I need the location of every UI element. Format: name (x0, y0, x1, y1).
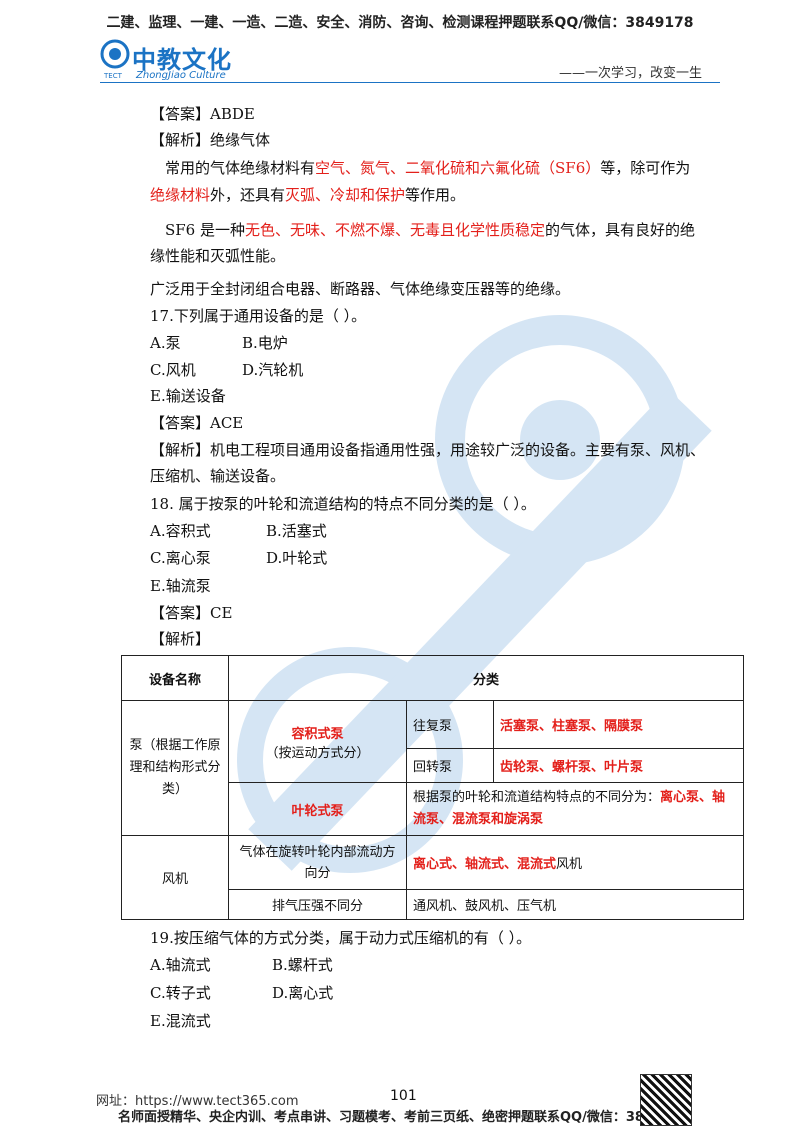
paragraph-gas-materials-cont: 绝缘材料外，还具有灭弧、冷却和保护等作用。 (150, 186, 466, 204)
table-row: 回转泵 齿轮泵、螺杆泵、叶片泵 (122, 748, 744, 783)
q19-option-d: D.离心式 (272, 984, 334, 1002)
paragraph-sf6-cont: 缘性能和灭弧性能。 (150, 247, 286, 265)
paragraph-gas-materials: 常用的气体绝缘材料有空气、氮气、二氧化硫和六氟化硫（SF6）等，除可作为 (165, 159, 691, 177)
header-classification: 分类 (228, 655, 744, 701)
q18-option-a: A.容积式 (150, 522, 211, 540)
cell-fan-flow: 气体在旋转叶轮内部流动方向分 (228, 835, 407, 890)
cell-fan: 风机 (121, 835, 229, 920)
q17-option-e: E.输送设备 (150, 387, 226, 405)
q17-option-c: C.风机 (150, 361, 196, 379)
positive-displacement-note: （按运动方式分） (265, 745, 370, 761)
cell-reciprocating: 往复泵 (406, 700, 494, 749)
q17-analysis: 【解析】机电工程项目通用设备指通用性强，用途较广泛的设备。主要有泵、风机、 (150, 441, 706, 459)
q19-option-e: E.混流式 (150, 1012, 211, 1030)
q17-stem: 17.下列属于通用设备的是（ ）。 (150, 307, 367, 325)
cell-rotary-types: 齿轮泵、螺杆泵、叶片泵 (493, 748, 744, 783)
q18-option-b: B.活塞式 (266, 522, 327, 540)
cell-rotary: 回转泵 (406, 748, 494, 783)
qr-code-icon (640, 1074, 692, 1126)
positive-displacement-label: 容积式泵 (291, 726, 344, 742)
q18-option-e: E.轴流泵 (150, 577, 211, 595)
cell-reciprocating-types: 活塞泵、柱塞泵、隔膜泵 (493, 700, 744, 749)
q18-stem: 18. 属于按泵的叶轮和流道结构的特点不同分类的是（ ）。 (150, 495, 536, 513)
cell-impeller-desc: 根据泵的叶轮和流道结构特点的不同分为：离心泵、轴流泵、混流泵和旋涡泵 (406, 782, 744, 836)
equipment-classification-table: 设备名称 分类 泵（根据工作原理和结构形式分类） 容积式泵 （按运动方式分） 往… (121, 655, 744, 920)
header-equipment-name: 设备名称 (121, 655, 229, 701)
footer-url[interactable]: 网址：https://www.tect365.com (96, 1094, 299, 1109)
q19-option-a: A.轴流式 (150, 956, 211, 974)
logo-emblem-icon (100, 39, 130, 69)
cell-pump: 泵（根据工作原理和结构形式分类） (121, 700, 229, 836)
slogan: ——一次学习，改变一生 (558, 66, 702, 81)
table-row: 风机 气体在旋转叶轮内部流动方向分 离心式、轴流式、混流式风机 (121, 835, 744, 920)
brand-logo: 中教文化 ZhongJiao Culture TECT (100, 34, 270, 84)
cell-fan-pressure-types: 通风机、鼓风机、压气机 (406, 889, 744, 920)
q19-stem: 19.按压缩气体的方式分类，属于动力式压缩机的有（ ）。 (150, 929, 532, 947)
cell-positive-displacement: 容积式泵 （按运动方式分） (228, 700, 407, 783)
q19-option-b: B.螺杆式 (272, 956, 333, 974)
q18-option-d: D.叶轮式 (266, 549, 328, 567)
table-row: 泵（根据工作原理和结构形式分类） 容积式泵 （按运动方式分） 往复泵 活塞泵、柱… (121, 700, 744, 836)
q16-analysis-title: 【解析】绝缘气体 (150, 131, 271, 149)
cell-impeller: 叶轮式泵 (228, 782, 407, 836)
q18-option-c: C.离心泵 (150, 549, 211, 567)
paragraph-sf6: SF6 是一种无色、无味、不燃不爆、无毒且化学性质稳定的气体，具有良好的绝 (165, 221, 696, 239)
logo-text: 中教文化 (132, 46, 232, 74)
table-header-row: 设备名称 分类 (121, 655, 744, 701)
logo-subtitle: ZhongJiao Culture (136, 70, 226, 81)
page-number: 101 (390, 1088, 417, 1104)
cell-fan-pressure: 排气压强不同分 (228, 889, 407, 920)
q17-option-d: D.汽轮机 (242, 361, 304, 379)
q16-answer: 【答案】ABDE (150, 105, 255, 123)
q19-option-c: C.转子式 (150, 984, 211, 1002)
q18-answer: 【答案】CE (150, 604, 233, 622)
q17-analysis-cont: 压缩机、输送设备。 (150, 467, 286, 485)
q17-option-a: A.泵 (150, 334, 181, 352)
footer-ad: 名师面授精华、央企内训、考点串讲、习题模考、考前三页纸、绝密押题联系QQ/微信：… (118, 1110, 690, 1125)
table-row: 排气压强不同分 通风机、鼓风机、压气机 (122, 889, 744, 920)
q17-option-b: B.电炉 (242, 334, 288, 352)
q17-answer: 【答案】ACE (150, 414, 244, 432)
top-banner: 二建、监理、一建、一造、二造、安全、消防、咨询、检测课程押题联系QQ/微信：38… (106, 15, 694, 31)
logo-mark: TECT (104, 72, 122, 80)
cell-fan-flow-types: 离心式、轴流式、混流式风机 (406, 835, 744, 890)
paragraph-usage: 广泛用于全封闭组合电器、断路器、气体绝缘变压器等的绝缘。 (150, 280, 571, 298)
q18-analysis: 【解析】 (150, 630, 211, 648)
header-divider (100, 82, 720, 83)
